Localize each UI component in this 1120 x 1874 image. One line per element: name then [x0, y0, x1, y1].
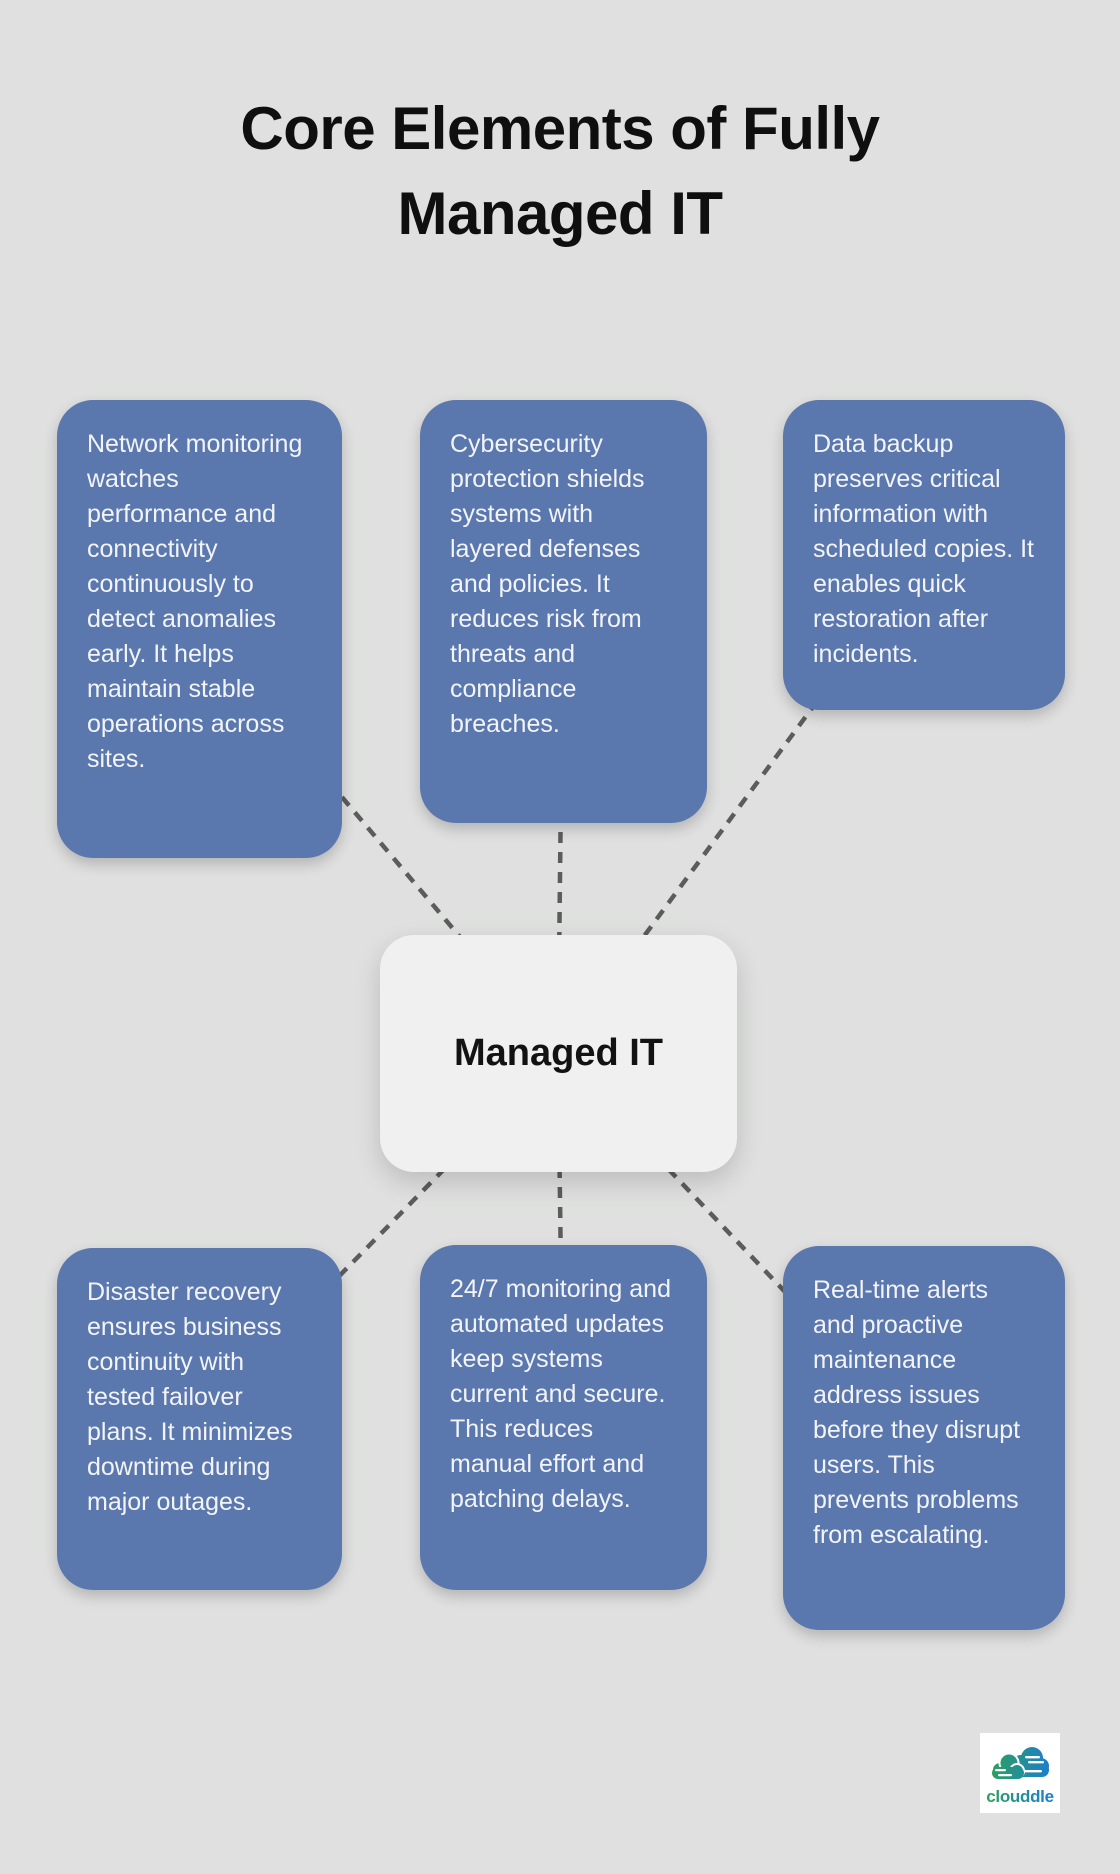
clouddle-logo-graphic: clouddle	[986, 1747, 1054, 1806]
node-cybersecurity-protection-text: Cybersecurity protection shields systems…	[450, 430, 645, 738]
node-monitoring-updates-text: 24/7 monitoring and automated updates ke…	[450, 1275, 671, 1513]
node-data-backup: Data backup preserves critical informati…	[783, 400, 1065, 710]
node-disaster-recovery: Disaster recovery ensures business conti…	[57, 1248, 342, 1590]
clouddle-logo-text: clouddle	[986, 1787, 1054, 1806]
node-monitoring-updates: 24/7 monitoring and automated updates ke…	[420, 1245, 707, 1590]
center-node-managed-it: Managed IT	[380, 935, 737, 1172]
page-title: Core Elements of Fully Managed IT	[0, 86, 1120, 256]
clouddle-logo: clouddle	[980, 1733, 1060, 1813]
node-network-monitoring: Network monitoring watches performance a…	[57, 400, 342, 858]
node-network-monitoring-text: Network monitoring watches performance a…	[87, 430, 303, 773]
node-real-time-alerts: Real-time alerts and proactive maintenan…	[783, 1246, 1065, 1630]
page-title-line-1: Core Elements of Fully	[240, 95, 880, 162]
cloud-icon-left	[991, 1752, 1025, 1779]
center-node-label: Managed IT	[453, 1032, 664, 1074]
node-data-backup-text: Data backup preserves critical informati…	[813, 430, 1034, 668]
node-cybersecurity-protection: Cybersecurity protection shields systems…	[420, 400, 707, 823]
node-disaster-recovery-text: Disaster recovery ensures business conti…	[87, 1278, 293, 1516]
page-title-line-2: Managed IT	[397, 180, 723, 247]
node-real-time-alerts-text: Real-time alerts and proactive maintenan…	[813, 1276, 1021, 1549]
